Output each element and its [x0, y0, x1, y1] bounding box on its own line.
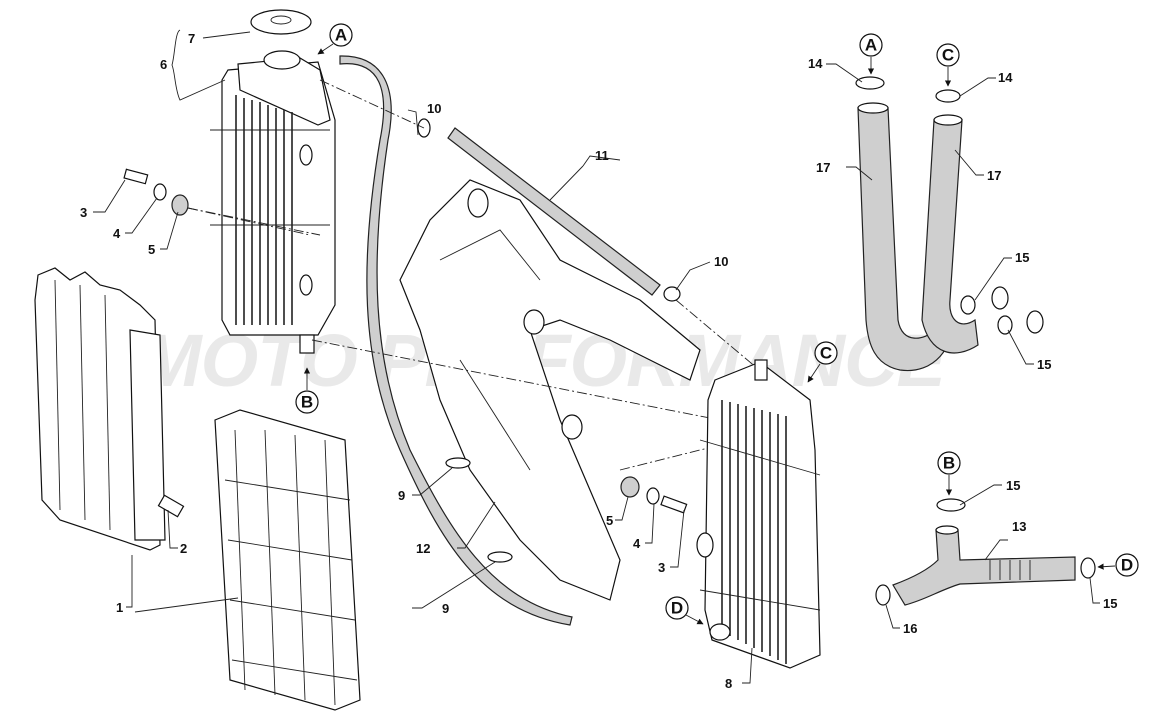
svg-text:A: A: [335, 26, 347, 45]
label-17-c: 17: [987, 168, 1001, 183]
hose-clamp-10-lower[interactable]: [663, 286, 681, 302]
label-3-left: 3: [80, 205, 87, 220]
label-10-upper: 10: [427, 101, 441, 116]
grommet-right[interactable]: [620, 476, 640, 498]
marker-d-radiator: D: [665, 596, 704, 625]
label-12: 12: [416, 541, 430, 556]
label-11: 11: [595, 148, 609, 163]
label-6: 6: [160, 57, 167, 72]
grommet-left[interactable]: [171, 194, 189, 216]
label-13: 13: [1012, 519, 1026, 534]
hose-clamp-14-c[interactable]: [935, 89, 961, 103]
label-5-left: 5: [148, 242, 155, 257]
washer-right[interactable]: [646, 487, 660, 505]
label-3-right: 3: [658, 560, 665, 575]
leader-lines: [93, 29, 1100, 684]
y-hose[interactable]: [892, 529, 1076, 606]
radiator-guard-left[interactable]: [34, 267, 166, 551]
marker-b-radiator: B: [295, 367, 319, 414]
overflow-hose[interactable]: [339, 55, 573, 626]
marker-b-yhose: B: [937, 451, 961, 496]
radiator-cap[interactable]: [250, 9, 312, 70]
svg-text:C: C: [820, 344, 832, 363]
label-2: 2: [180, 541, 187, 556]
label-15-upper: 15: [1015, 250, 1029, 265]
svg-text:D: D: [671, 599, 683, 618]
bolt-left[interactable]: [123, 168, 149, 185]
label-1: 1: [116, 600, 123, 615]
upper-hose-c[interactable]: [921, 119, 979, 354]
hose-clamp-16[interactable]: [875, 584, 891, 606]
crossover-hose[interactable]: [447, 127, 661, 296]
label-17-a: 17: [816, 160, 830, 175]
label-15-lower: 15: [1037, 357, 1051, 372]
marker-c-radiator: C: [807, 341, 838, 383]
label-9-upper: 9: [398, 488, 405, 503]
left-radiator-core: [235, 95, 293, 325]
radiator-guard-grille[interactable]: [214, 409, 361, 711]
svg-text:A: A: [865, 36, 877, 55]
label-7: 7: [188, 31, 195, 46]
svg-text:D: D: [1121, 556, 1133, 575]
right-radiator-core: [721, 400, 787, 664]
hose-clamp-15-upper[interactable]: [960, 295, 976, 315]
label-16: 16: [903, 621, 917, 636]
svg-text:B: B: [943, 454, 955, 473]
label-9-lower: 9: [442, 601, 449, 616]
svg-text:C: C: [942, 46, 954, 65]
bolt-right[interactable]: [660, 495, 688, 514]
label-5-right: 5: [606, 513, 613, 528]
upper-hose-a[interactable]: [857, 107, 952, 372]
label-14-a: 14: [808, 56, 823, 71]
label-15-d: 15: [1103, 596, 1117, 611]
hose-clamp-15-b[interactable]: [936, 498, 966, 512]
label-4-right: 4: [633, 536, 641, 551]
label-8: 8: [725, 676, 732, 691]
hose-clip-lower[interactable]: [487, 551, 513, 563]
label-4-left: 4: [113, 226, 121, 241]
marker-a-hose: A: [859, 33, 883, 75]
hose-clamp-15-d[interactable]: [1080, 557, 1096, 579]
frame: [399, 179, 701, 601]
marker-a-radiator: A: [317, 23, 353, 55]
left-radiator[interactable]: [210, 57, 336, 354]
marker-c-hose: C: [936, 43, 960, 87]
right-radiator[interactable]: [696, 359, 821, 669]
hose-clamp-14-a[interactable]: [855, 76, 885, 90]
hose-clip-upper[interactable]: [445, 457, 471, 469]
hose-clamp-15-lower[interactable]: [997, 315, 1013, 335]
label-10-lower: 10: [714, 254, 728, 269]
svg-text:B: B: [301, 393, 313, 412]
marker-d-yhose: D: [1097, 553, 1139, 577]
label-15-b: 15: [1006, 478, 1020, 493]
part-numbers: 1 2 3 3 4 4 5 5 6 7 8 9 9 10 10 11 12 13…: [80, 31, 1117, 691]
washer-left[interactable]: [153, 183, 167, 201]
label-14-c: 14: [998, 70, 1013, 85]
